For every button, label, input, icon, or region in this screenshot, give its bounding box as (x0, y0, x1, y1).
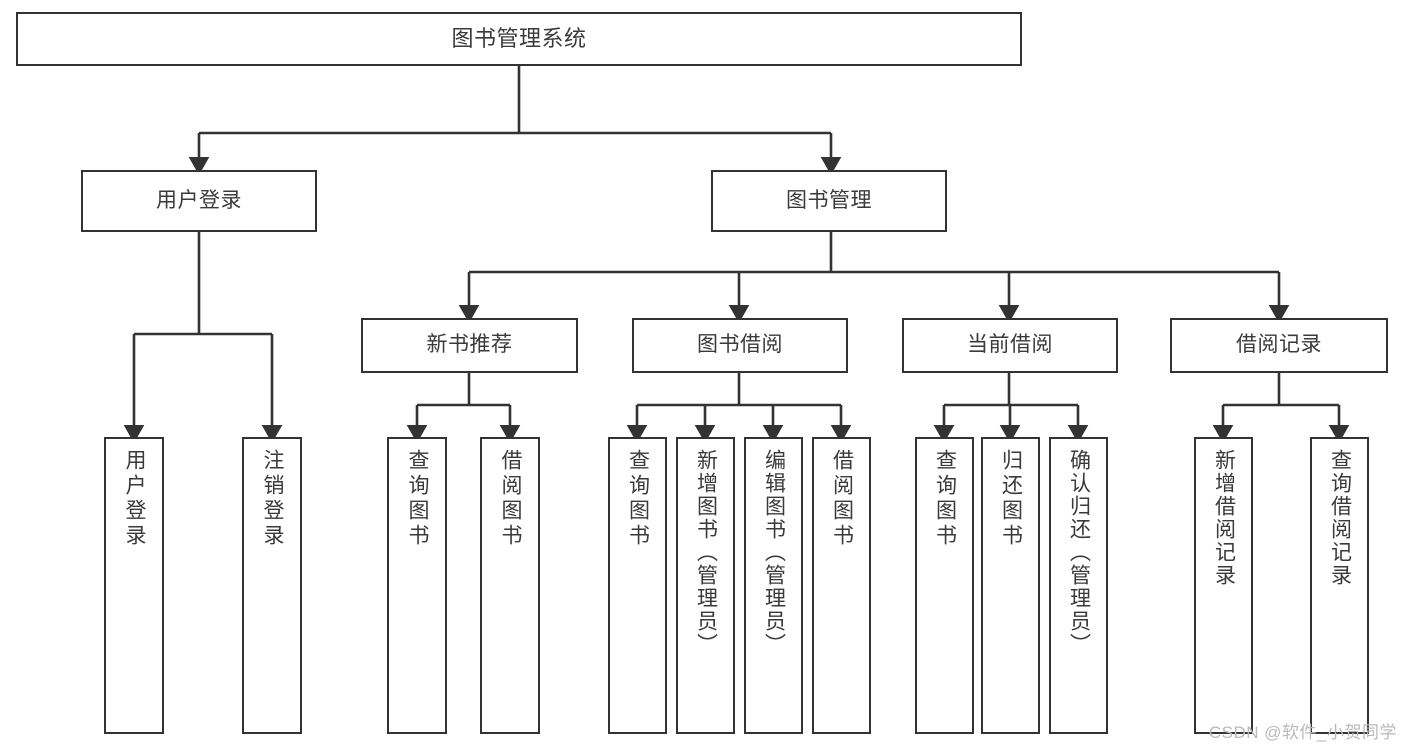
node-borrow-records-label: 借阅记录 (1236, 333, 1322, 357)
node-current-borrow-label: 当前借阅 (967, 333, 1053, 357)
leaf-current-query-book-label: 查询图书 (933, 449, 957, 549)
leaf-borrow-edit-book[interactable]: 编辑图书（管理员） (744, 437, 803, 734)
leaf-new-book-query-label: 查询图书 (406, 449, 430, 549)
leaf-current-return-book-label: 归还图书 (999, 449, 1023, 549)
leaf-borrow-add-book-label: 新增图书（管理员） (694, 449, 718, 656)
leaf-records-query-record[interactable]: 查询借阅记录 (1310, 437, 1369, 734)
leaf-current-confirm-return[interactable]: 确认归还（管理员） (1049, 437, 1108, 734)
node-root-label: 图书管理系统 (451, 26, 587, 52)
leaf-borrow-edit-book-label: 编辑图书（管理员） (762, 449, 786, 656)
leaf-borrow-borrow-book-label: 借阅图书 (830, 449, 854, 549)
leaf-records-add-record[interactable]: 新增借阅记录 (1194, 437, 1253, 734)
node-book-borrow-label: 图书借阅 (697, 333, 783, 357)
leaf-user-login-logout-label: 注销登录 (261, 449, 285, 549)
leaf-borrow-query-book-label: 查询图书 (626, 449, 650, 549)
leaf-borrow-add-book[interactable]: 新增图书（管理员） (676, 437, 735, 734)
node-book-management[interactable]: 图书管理 (711, 170, 947, 232)
leaf-current-return-book[interactable]: 归还图书 (981, 437, 1040, 734)
node-new-book-recommend-label: 新书推荐 (426, 333, 513, 357)
node-book-borrow[interactable]: 图书借阅 (632, 318, 848, 373)
leaf-current-confirm-return-label: 确认归还（管理员） (1067, 449, 1091, 656)
leaf-user-login-logout[interactable]: 注销登录 (242, 437, 302, 734)
node-borrow-records[interactable]: 借阅记录 (1170, 318, 1388, 373)
leaf-borrow-borrow-book[interactable]: 借阅图书 (812, 437, 871, 734)
node-new-book-recommend[interactable]: 新书推荐 (361, 318, 578, 373)
node-book-management-label: 图书管理 (786, 188, 872, 212)
leaf-new-book-query[interactable]: 查询图书 (387, 437, 447, 734)
leaf-records-add-record-label: 新增借阅记录 (1212, 449, 1236, 587)
node-current-borrow[interactable]: 当前借阅 (902, 318, 1118, 373)
node-user-login-label: 用户登录 (156, 188, 242, 212)
leaf-user-login-login-label: 用户登录 (123, 449, 147, 549)
node-user-login[interactable]: 用户登录 (81, 170, 317, 232)
csdn-watermark: CSDN @软件_小贺同学 (1208, 723, 1397, 742)
leaf-records-query-record-label: 查询借阅记录 (1328, 449, 1352, 587)
leaf-user-login-login[interactable]: 用户登录 (104, 437, 164, 734)
leaf-new-book-borrow-label: 借阅图书 (499, 449, 523, 549)
leaf-new-book-borrow[interactable]: 借阅图书 (480, 437, 540, 734)
leaf-borrow-query-book[interactable]: 查询图书 (608, 437, 667, 734)
node-root[interactable]: 图书管理系统 (16, 12, 1022, 66)
leaf-current-query-book[interactable]: 查询图书 (915, 437, 974, 734)
